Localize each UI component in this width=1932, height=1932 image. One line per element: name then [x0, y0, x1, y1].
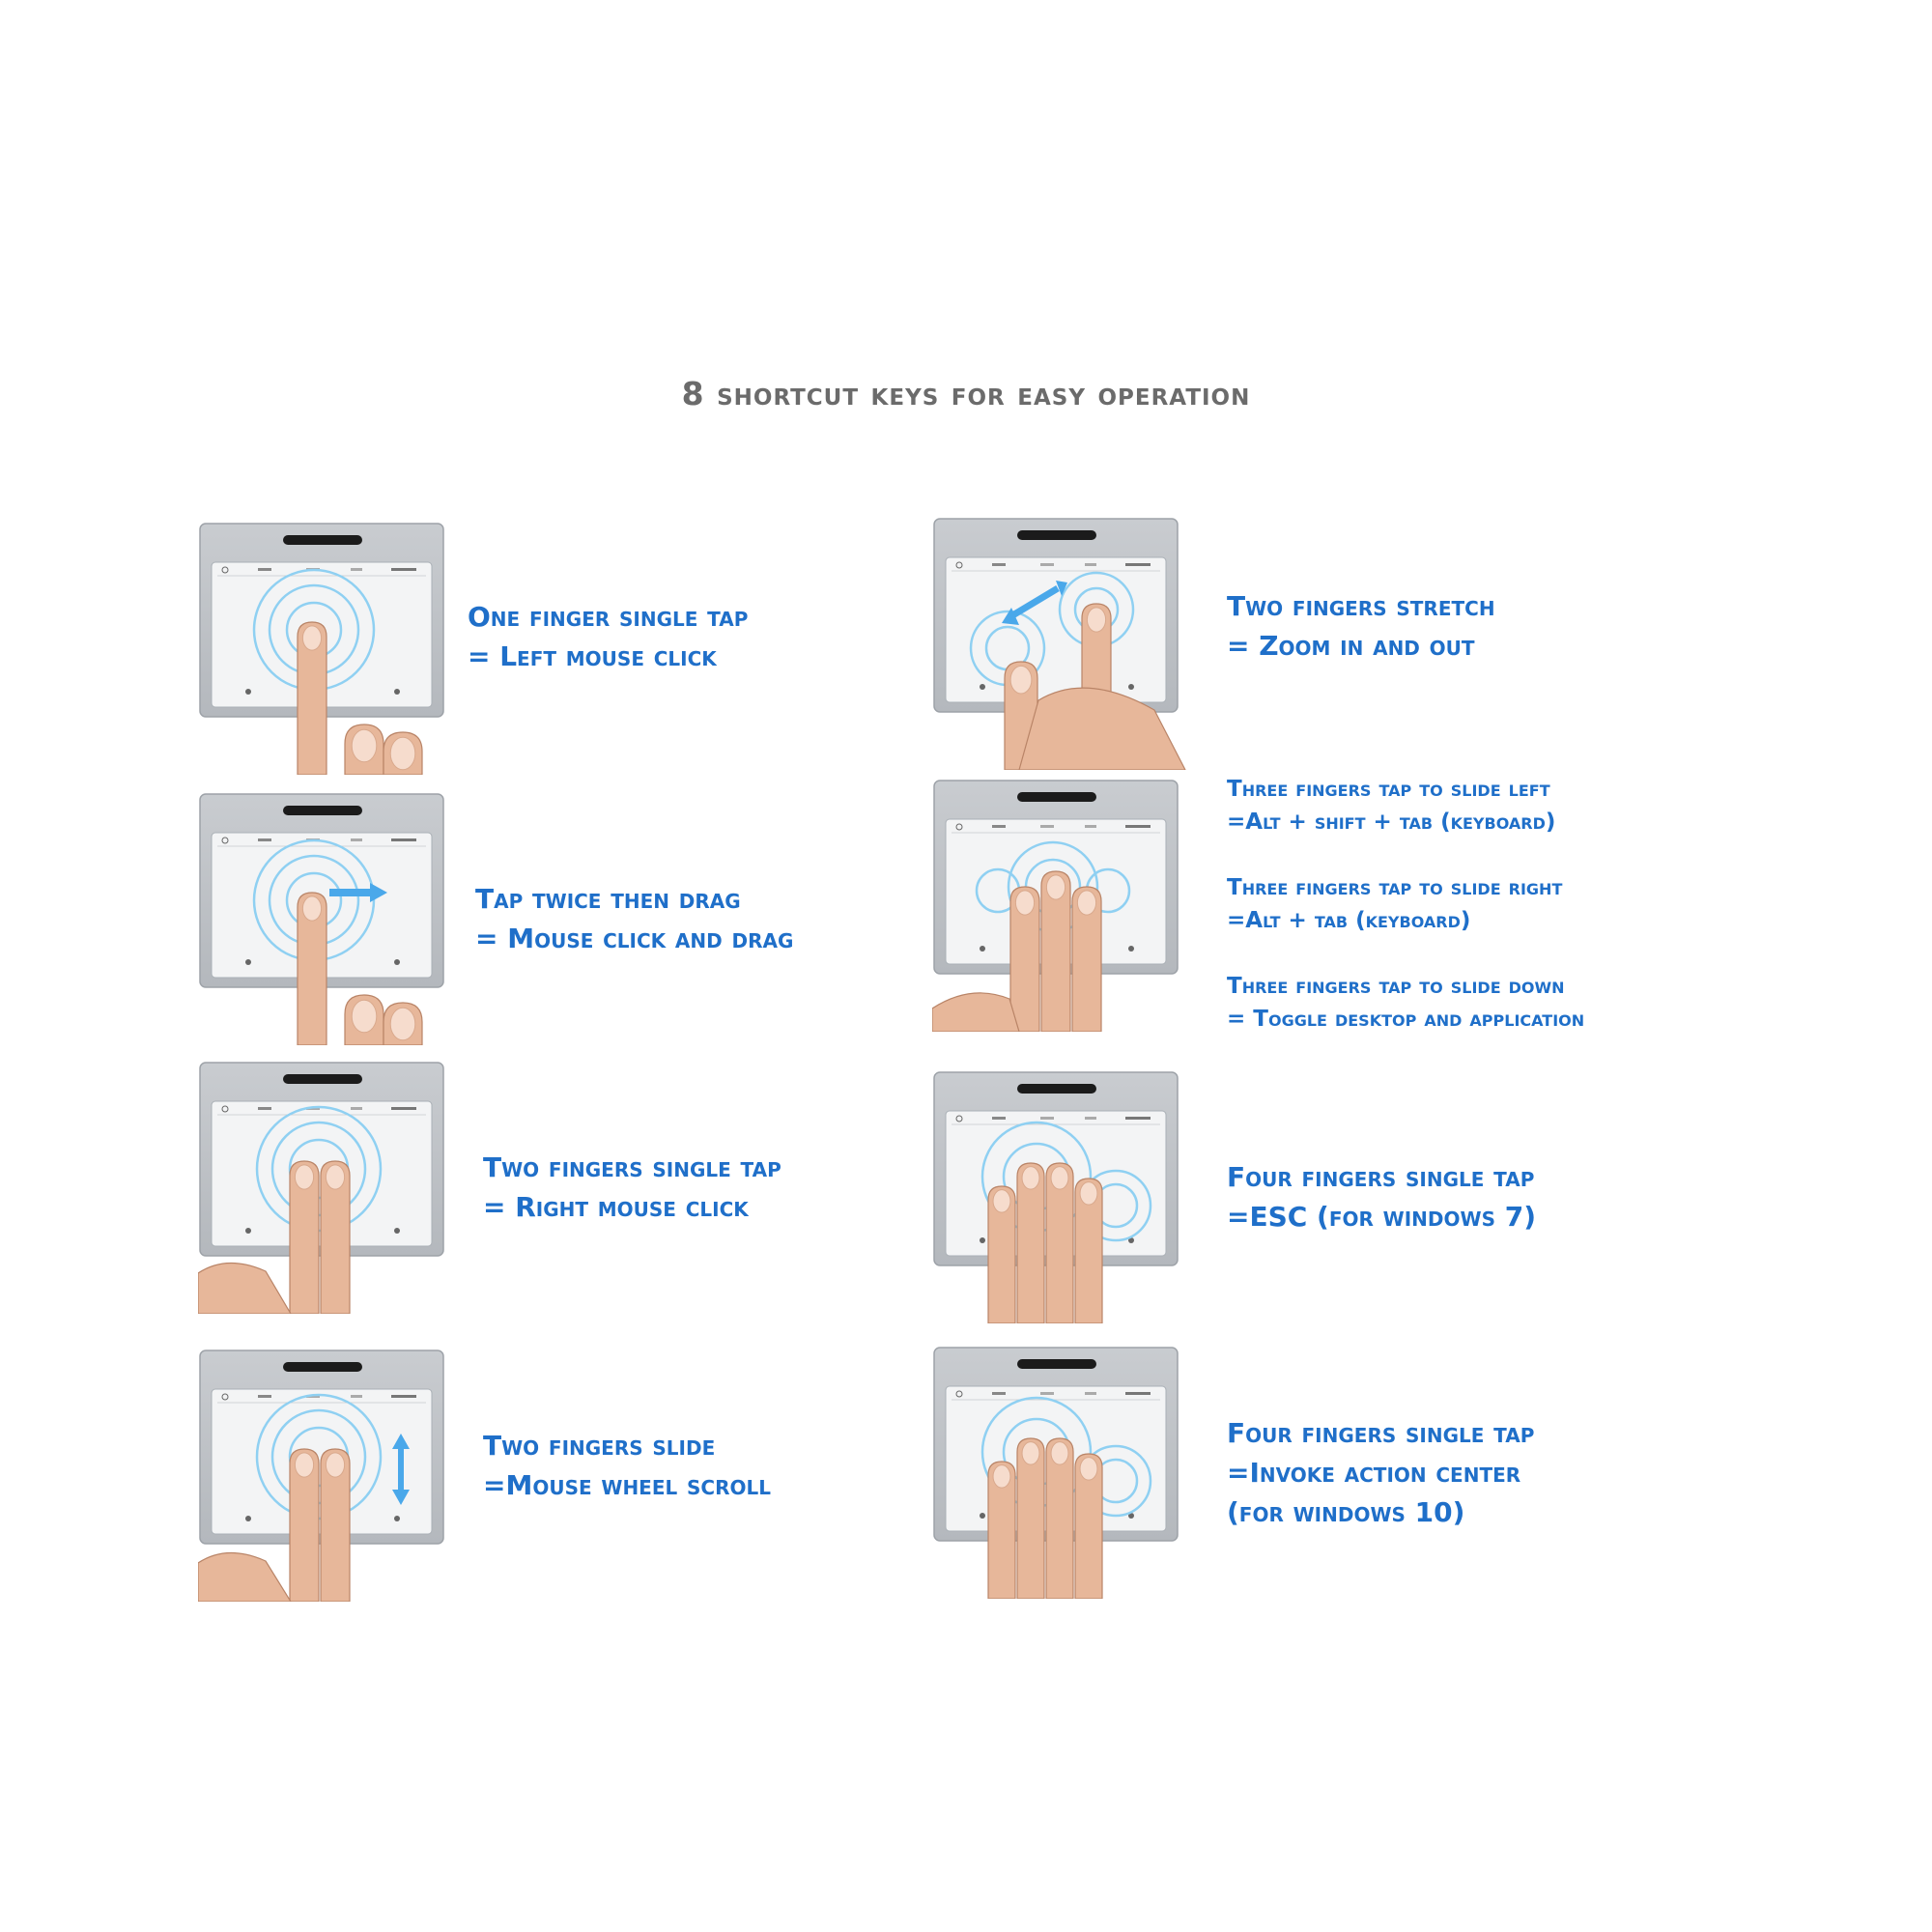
caption-line: Two fingers stretch [1227, 590, 1495, 622]
caption-line: =Alt + shift + tab (keyboard) [1227, 810, 1556, 835]
caption-three-finger: Three fingers tap to slide left =Alt + s… [1227, 773, 1584, 1036]
caption-two-finger-stretch: Two fingers stretch = Zoom in and out [1227, 586, 1495, 666]
two-finger-tap-icon [198, 1061, 459, 1314]
caption-line: =Alt + tab (keyboard) [1227, 908, 1471, 933]
tap-drag-icon [198, 792, 459, 1045]
caption-two-finger-slide: Two fingers slide =Mouse wheel scroll [483, 1426, 771, 1505]
caption-line: Three fingers tap to slide right [1227, 875, 1563, 900]
pinch-zoom-icon [932, 517, 1193, 770]
caption-line: One finger single tap [468, 601, 749, 633]
caption-line: = Zoom in and out [1227, 630, 1475, 662]
caption-line: Four fingers single tap [1227, 1161, 1535, 1193]
caption-tap-twice-drag: Tap twice then drag = Mouse click and dr… [475, 879, 793, 958]
caption-four-finger-esc: Four fingers single tap =ESC (for window… [1227, 1157, 1536, 1236]
four-finger-tap-icon [932, 1070, 1193, 1323]
page-title: 8 shortcut keys for easy operation [681, 375, 1251, 412]
two-finger-scroll-icon [198, 1349, 459, 1602]
caption-line: Four fingers single tap [1227, 1417, 1535, 1449]
caption-line: Three fingers tap to slide left [1227, 777, 1550, 802]
caption-line: = Right mouse click [483, 1191, 749, 1223]
caption-line: = Mouse click and drag [475, 923, 794, 954]
caption-line: = Left mouse click [468, 640, 717, 672]
one-finger-tap-icon [198, 522, 459, 775]
caption-line: Three fingers tap to slide down [1227, 974, 1565, 999]
caption-line: =ESC (for windows 7) [1227, 1201, 1536, 1233]
caption-two-finger-tap: Two fingers single tap = Right mouse cli… [483, 1148, 781, 1227]
three-finger-tap-icon [932, 779, 1193, 1032]
caption-one-finger-tap: One finger single tap = Left mouse click [468, 597, 748, 676]
caption-line: = Toggle desktop and application [1227, 1007, 1585, 1032]
caption-line: =Mouse wheel scroll [483, 1469, 771, 1501]
caption-line: Tap twice then drag [475, 883, 741, 915]
caption-line: Two fingers single tap [483, 1151, 781, 1183]
caption-line: (for windows 10) [1227, 1496, 1465, 1528]
four-finger-tap-icon [932, 1346, 1193, 1599]
caption-line: Two fingers slide [483, 1430, 716, 1462]
caption-line: =Invoke action center [1227, 1457, 1521, 1489]
caption-four-finger-action: Four fingers single tap =Invoke action c… [1227, 1413, 1534, 1532]
